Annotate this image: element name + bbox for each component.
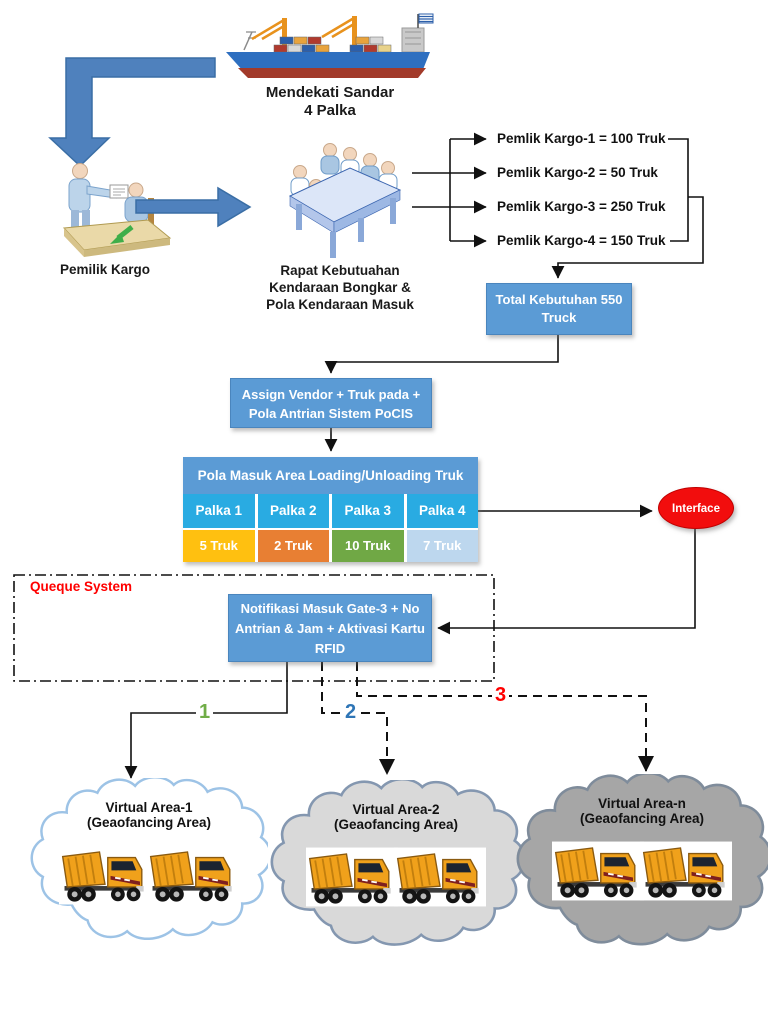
route-label-2: 2	[342, 702, 360, 722]
route-label-3: 3	[492, 685, 510, 705]
cargo-owner-item-2: Pemlik Kargo-2 = 50 Truk	[497, 165, 658, 180]
meeting-caption-line-1: Rapat Kebutuahan	[280, 263, 400, 278]
notification-line-2: Antrian & Jam + Aktivasi Kartu	[235, 621, 425, 636]
route-3-line	[356, 662, 654, 772]
arrow-to-total	[551, 196, 704, 279]
palka-cell-2: Palka 2	[257, 494, 329, 528]
truk-count-row: 5 Truk 2 Truk 10 Truk 7 Truk	[183, 530, 478, 562]
ship-caption-line-2: 4 Palka	[304, 102, 356, 119]
palka-row: Palka 1 Palka 2 Palka 3 Palka 4	[183, 494, 478, 528]
queue-system-boundary	[13, 574, 495, 682]
meeting-icon	[288, 143, 402, 258]
cloud-subtitle: (Geaofancing Area)	[86, 815, 212, 830]
truk-cell-4: 7 Truk	[406, 530, 478, 562]
ship-caption: Mendekati Sandar 4 Palka	[230, 84, 430, 120]
virtual-area-1-cloud: Virtual Area-1 (Geaofancing Area)	[30, 778, 268, 948]
dump-truck-icon	[59, 844, 151, 906]
cloud-title: Virtual Area-n	[598, 796, 686, 811]
pola-masuk-table: Pola Masuk Area Loading/Unloading Truk P…	[183, 457, 478, 562]
dump-truck-icon	[552, 840, 644, 902]
dump-truck-icon	[394, 846, 486, 908]
truck-row	[516, 840, 768, 902]
total-box-line-2: Truck	[541, 310, 577, 325]
notification-line-3: RFID	[314, 641, 346, 656]
meeting-caption: Rapat Kebutuahan Kendaraan Bongkar & Pol…	[255, 262, 425, 313]
cloud-title: Virtual Area-1	[105, 800, 193, 815]
palka-cell-4: Palka 4	[406, 494, 478, 528]
meeting-caption-line-2: Kendaraan Bongkar &	[269, 280, 411, 295]
cloud-subtitle: (Geaofancing Area)	[333, 817, 459, 832]
cargo-owner-desk-icon	[62, 163, 172, 257]
cargo-owner-item-1: Pemlik Kargo-1 = 100 Truk	[497, 131, 666, 146]
truk-cell-2: 2 Truk	[257, 530, 329, 562]
dump-truck-icon	[306, 846, 398, 908]
cargo-owner-item-4: Pemlik Kargo-4 = 150 Truk	[497, 233, 666, 248]
total-kebutuhan-box: Total Kebutuhan 550 Truck	[486, 283, 632, 335]
assign-box-line-1: Assign Vendor + Truk pada +	[241, 387, 421, 402]
ship-caption-line-1: Mendekati Sandar	[265, 84, 395, 101]
dump-truck-icon	[147, 844, 239, 906]
cargo-owner-item-3: Pemlik Kargo-3 = 250 Truk	[497, 199, 666, 214]
owner-bracket-right	[668, 138, 689, 242]
assign-vendor-box: Assign Vendor + Truk pada + Pola Antrian…	[230, 378, 432, 428]
truck-row	[30, 844, 268, 906]
truk-cell-1: 5 Truk	[183, 530, 255, 562]
total-box-line-1: Total Kebutuhan 550	[495, 292, 623, 307]
elbow-arrow-down-icon	[48, 57, 216, 168]
arrow-total-to-assign	[324, 335, 559, 374]
interface-node: Interface	[658, 487, 734, 529]
virtual-area-n-cloud: Virtual Area-n (Geaofancing Area)	[516, 774, 768, 954]
dump-truck-icon	[640, 840, 732, 902]
assign-box-line-2: Pola Antrian Sistem PoCIS	[248, 406, 414, 421]
cloud-title: Virtual Area-2	[352, 802, 440, 817]
pola-table-header: Pola Masuk Area Loading/Unloading Truk	[183, 457, 478, 494]
cargo-ship-icon	[226, 13, 434, 78]
palka-cell-1: Palka 1	[183, 494, 255, 528]
arrow-interface-to-notification	[437, 529, 696, 635]
pemilik-kargo-label: Pemilik Kargo	[59, 262, 151, 277]
route-label-1: 1	[196, 702, 214, 722]
arrow-right-icon	[135, 186, 252, 228]
palka-cell-3: Palka 3	[332, 494, 404, 528]
meeting-caption-line-3: Pola Kendaraan Masuk	[266, 297, 414, 312]
notification-box: Notifikasi Masuk Gate-3 + No Antrian & J…	[228, 594, 432, 662]
cloud-subtitle: (Geaofancing Area)	[579, 811, 705, 826]
queue-system-label: Queque System	[30, 579, 133, 594]
truk-cell-3: 10 Truk	[332, 530, 404, 562]
virtual-area-2-cloud: Virtual Area-2 (Geaofancing Area)	[270, 780, 522, 954]
truck-row	[270, 846, 522, 908]
notification-line-1: Notifikasi Masuk Gate-3 + No	[240, 601, 420, 616]
